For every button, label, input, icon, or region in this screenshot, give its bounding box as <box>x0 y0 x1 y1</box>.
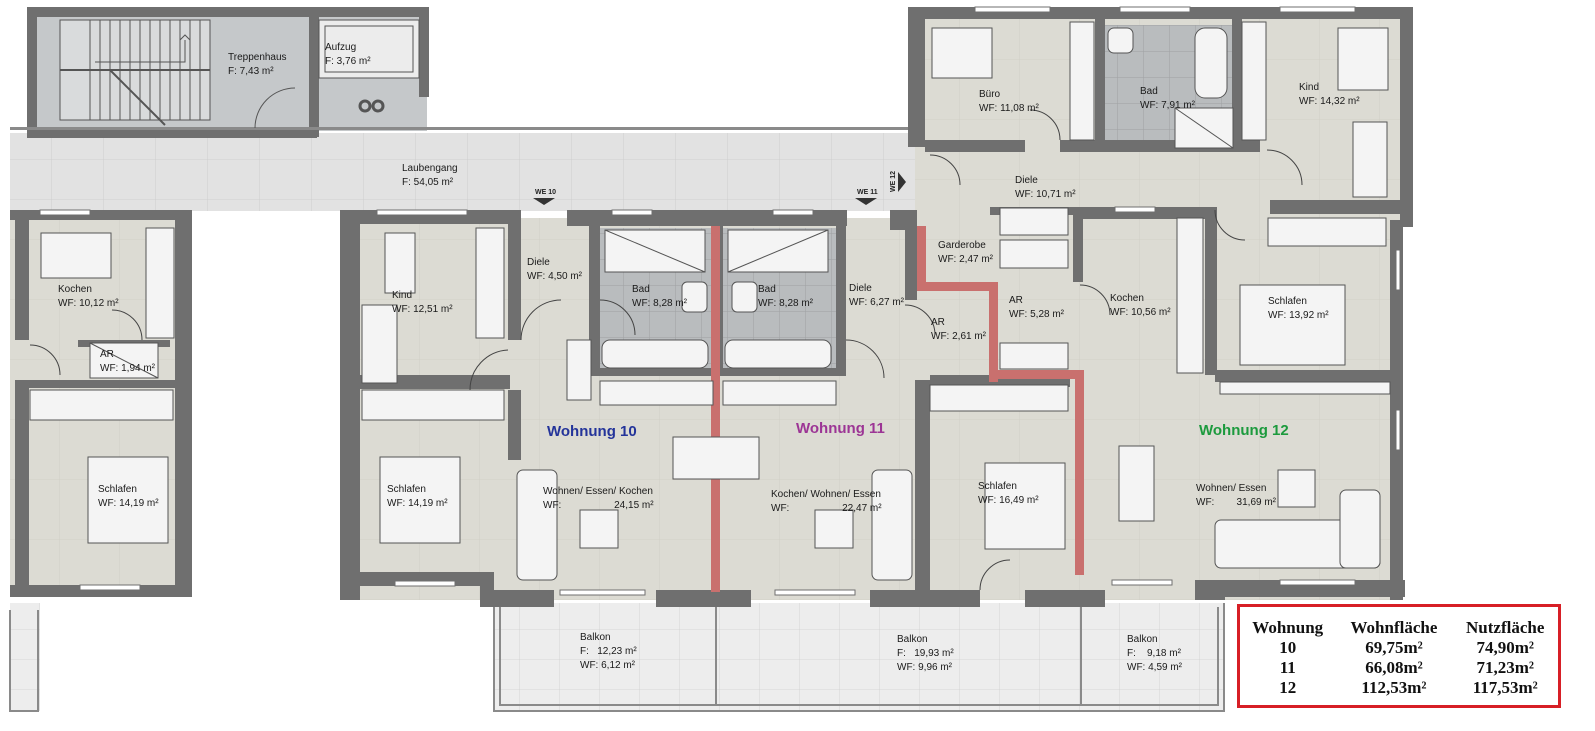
area1-balkon10: F: 12,23 m² <box>580 646 637 657</box>
label-w12-bad: Bad <box>1140 86 1158 97</box>
area-w12-diele: WF: 10,71 m² <box>1015 189 1076 200</box>
fixtures <box>29 21 1391 581</box>
cell-nutzflaeche: 117,53m² <box>1472 678 1538 697</box>
marker-we11: WE 11 <box>857 189 878 196</box>
area1-balkon12: F: 9,18 m² <box>1127 648 1182 659</box>
area-w12-wohnen: WF: 31,69 m² <box>1196 497 1277 508</box>
area2-balkon10: WF: 6,12 m² <box>580 660 636 671</box>
header-wohnflaeche: Wohnfläche <box>1350 618 1438 637</box>
area-w11-diele: WF: 6,27 m² <box>849 297 905 308</box>
entrance-markers <box>533 172 906 205</box>
label-w10-schlafen: Schlafen <box>387 484 426 495</box>
area-summary-table: Wohnung Wohnfläche Nutzfläche 10 69,75m²… <box>1237 604 1561 708</box>
label-w11-bad: Bad <box>758 284 776 295</box>
label-treppenhaus: Treppenhaus <box>228 52 287 63</box>
unit-separator <box>711 226 1084 592</box>
label-w10-diele: Diele <box>527 257 550 268</box>
table-row: 11 66,08m² 71,23m² <box>1240 658 1558 678</box>
header-wohnung: Wohnung <box>1252 618 1324 637</box>
balcony-frame <box>9 603 1225 712</box>
cell-nutzflaeche: 71,23m² <box>1476 658 1534 677</box>
cell-wohnflaeche: 112,53m² <box>1361 678 1427 697</box>
unit-11-title: Wohnung 11 <box>796 420 885 437</box>
label-w10-bad: Bad <box>632 284 650 295</box>
windows <box>39 6 1401 596</box>
area-w12-buero: WF: 11,08 m² <box>979 103 1039 114</box>
label-w12-ar: AR <box>1009 295 1023 306</box>
table-row: 12 112,53m² 117,53m² <box>1240 678 1558 698</box>
cell-unit: 10 <box>1279 638 1297 657</box>
area-w12-kochen: WF: 10,56 m² <box>1110 307 1171 318</box>
balcony-floor <box>494 603 1224 711</box>
cell-unit: 12 <box>1279 678 1297 697</box>
area-left-schlafen: WF: 14,19 m² <box>98 498 159 509</box>
cell-wohnflaeche: 69,75m² <box>1365 638 1423 657</box>
label-w12-kochen: Kochen <box>1110 293 1144 304</box>
laubengang-floor <box>10 133 915 211</box>
label-balkon11: Balkon <box>897 634 928 645</box>
area-w11-garderobe: WF: 2,47 m² <box>938 254 994 265</box>
area-laubengang: F: 54,05 m² <box>402 177 454 188</box>
area-w11-bad: WF: 8,28 m² <box>758 298 814 309</box>
area2-balkon12: WF: 4,59 m² <box>1127 662 1183 673</box>
area-w11-wohnen: WF: 22,47 m² <box>771 503 882 514</box>
area-w12-kind: WF: 14,32 m² <box>1299 96 1360 107</box>
area1-balkon11: F: 19,93 m² <box>897 648 954 659</box>
area-w12-bad: WF: 7,91 m² <box>1140 100 1196 111</box>
cell-nutzflaeche: 74,90m² <box>1476 638 1534 657</box>
label-w11-diele: Diele <box>849 283 872 294</box>
left-balcony-floor <box>10 603 40 711</box>
label-w12-diele: Diele <box>1015 175 1038 186</box>
marker-we10: WE 10 <box>535 189 556 196</box>
label-left-kochen: Kochen <box>58 284 92 295</box>
label-w12-kind: Kind <box>1299 82 1319 93</box>
area-left-ar: WF: 1,94 m² <box>100 363 156 374</box>
label-laubengang: Laubengang <box>402 163 458 174</box>
area-w12-ar: WF: 5,28 m² <box>1009 309 1065 320</box>
label-w12-buero: Büro <box>979 89 1001 100</box>
label-w11-ar: AR <box>931 317 945 328</box>
cell-unit: 11 <box>1279 658 1296 677</box>
area-treppenhaus: F: 7,43 m² <box>228 66 274 77</box>
label-left-schlafen: Schlafen <box>98 484 137 495</box>
label-left-ar: AR <box>100 349 114 360</box>
area-w11-ar: WF: 2,61 m² <box>931 331 987 342</box>
label-w11-schlafen: Schlafen <box>978 481 1017 492</box>
area-left-kochen: WF: 10,12 m² <box>58 298 119 309</box>
area-w10-wohnen: WF: 24,15 m² <box>543 500 654 511</box>
cell-wohnflaeche: 66,08m² <box>1365 658 1423 677</box>
unit-10-title: Wohnung 10 <box>547 423 637 440</box>
label-w12-schlafen: Schlafen <box>1268 296 1307 307</box>
label-w10-kind: Kind <box>392 290 412 301</box>
label-balkon10: Balkon <box>580 632 611 643</box>
area-w10-schlafen: WF: 14,19 m² <box>387 498 448 509</box>
area-w11-schlafen: WF: 16,49 m² <box>978 495 1039 506</box>
door-swings <box>29 109 1303 591</box>
table-row: 10 69,75m² 74,90m² <box>1240 638 1558 658</box>
area-w10-diele: WF: 4,50 m² <box>527 271 583 282</box>
area-w10-bad: WF: 8,28 m² <box>632 298 688 309</box>
label-w11-wohnen: Kochen/ Wohnen/ Essen <box>771 489 881 500</box>
label-w12-wohnen: Wohnen/ Essen <box>1196 483 1266 494</box>
area-w10-kind: WF: 12,51 m² <box>392 304 453 315</box>
label-balkon12: Balkon <box>1127 634 1158 645</box>
label-aufzug: Aufzug <box>325 42 356 53</box>
staircase <box>59 19 420 129</box>
header-nutzflaeche: Nutzfläche <box>1466 618 1545 637</box>
area-w12-schlafen: WF: 13,92 m² <box>1268 310 1329 321</box>
marker-we12: WE 12 <box>890 171 897 192</box>
unit-12-title: Wohnung 12 <box>1199 422 1289 439</box>
label-w10-wohnen: Wohnen/ Essen/ Kochen <box>543 486 653 497</box>
area-aufzug: F: 3,76 m² <box>325 56 371 67</box>
label-w11-garderobe: Garderobe <box>938 240 986 251</box>
area2-balkon11: WF: 9,96 m² <box>897 662 953 673</box>
